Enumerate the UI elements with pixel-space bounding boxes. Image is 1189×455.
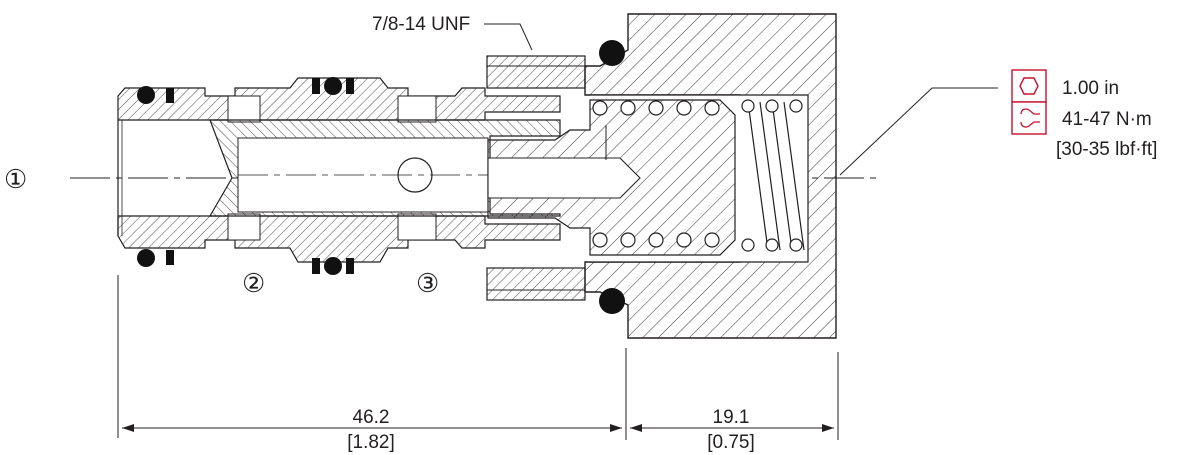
head-length-in: [0.75] — [707, 432, 755, 453]
sleeve-seals — [137, 77, 354, 275]
thread-callout: 7/8-14 UNF — [372, 14, 470, 35]
torque-metric: 41-47 N·m — [1062, 109, 1152, 130]
cartridge-length-mm: 46.2 — [353, 407, 390, 428]
thread-section — [486, 55, 586, 301]
port-2-label: ② — [242, 268, 265, 298]
head-length-mm: 19.1 — [713, 407, 750, 428]
poppet-stem — [487, 99, 736, 256]
cartridge-length-in: [1.82] — [347, 432, 395, 453]
head-o-ring-top — [599, 40, 625, 66]
hex-nut-icon — [1011, 69, 1047, 103]
spool — [208, 119, 561, 217]
hex-size: 1.00 in — [1062, 78, 1119, 99]
dimension-lines — [117, 275, 839, 440]
port-3-label: ③ — [416, 268, 439, 298]
torque-wrench-icon — [1011, 101, 1047, 135]
thread-leader — [484, 23, 533, 51]
spec-leader — [839, 87, 998, 176]
port-1-label: ① — [4, 164, 27, 194]
torque-imperial: [30-35 lbf·ft] — [1056, 139, 1157, 160]
spring — [592, 99, 805, 252]
head-o-ring-bottom — [599, 288, 625, 314]
